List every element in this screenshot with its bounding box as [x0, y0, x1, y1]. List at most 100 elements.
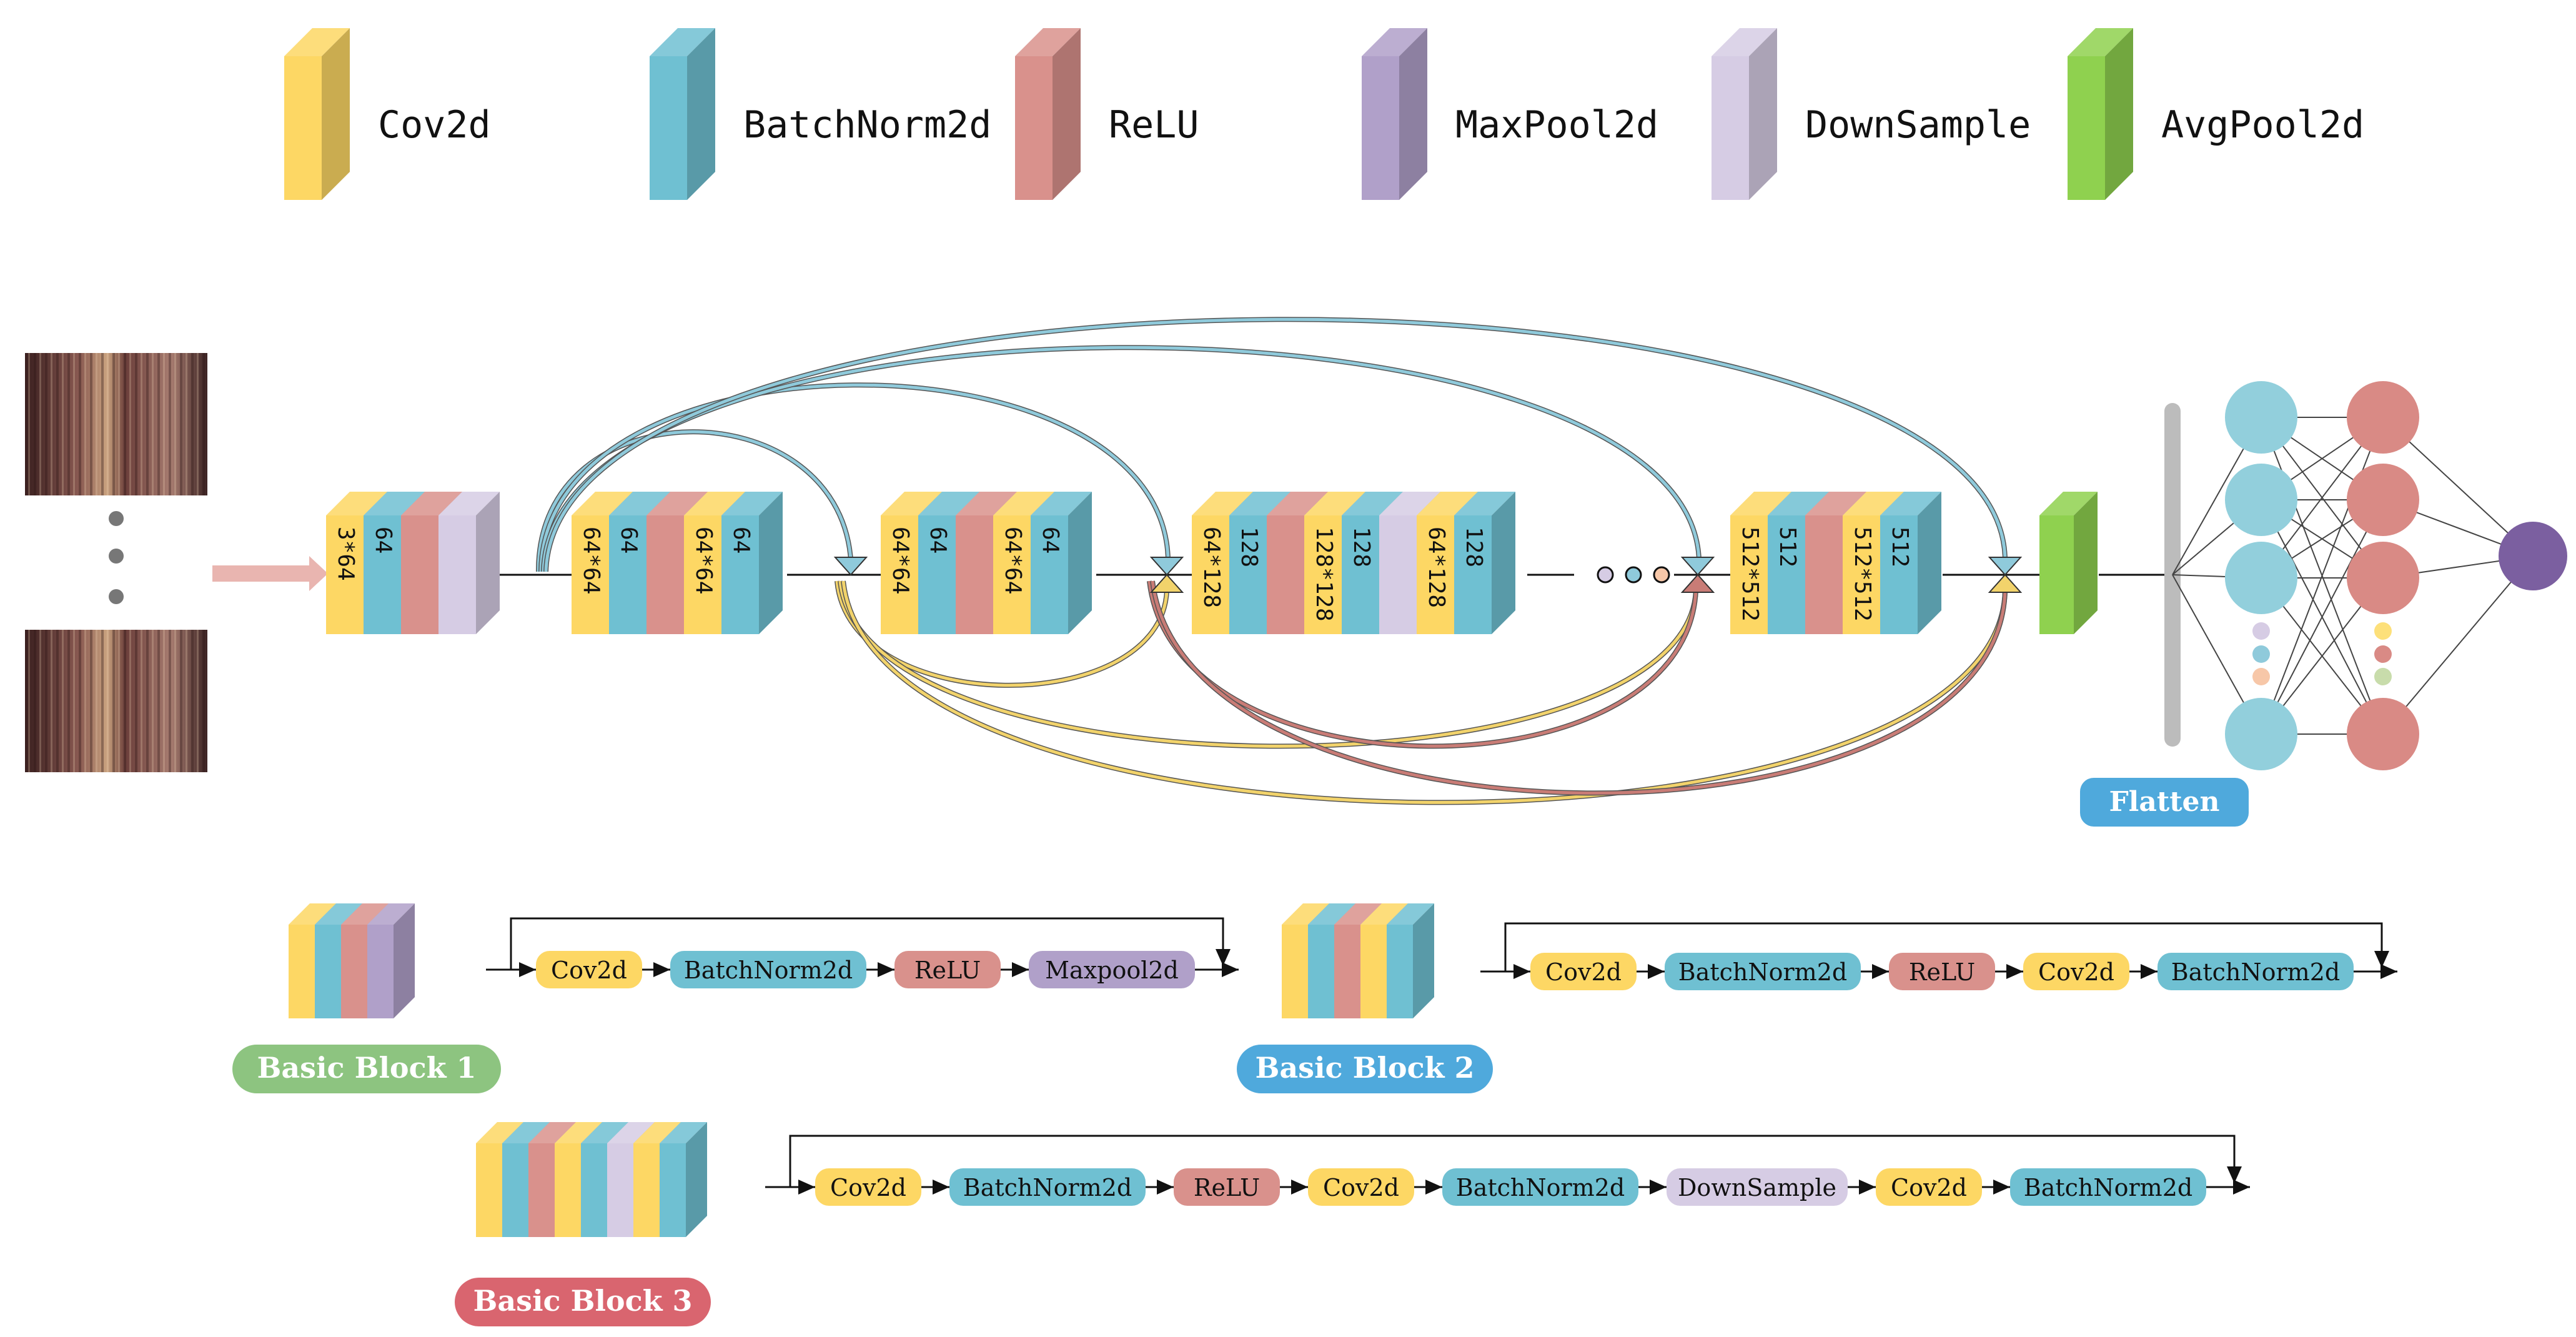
- legend-swatch-cov2d: [284, 28, 350, 200]
- legend-label: ReLU: [1109, 103, 1199, 147]
- legend-swatch-maxpool2d: [1362, 28, 1427, 200]
- fc-node-layer2: [2347, 698, 2419, 770]
- fully-connected-section: Flatten: [2080, 381, 2567, 827]
- ellipsis-dot: [1597, 566, 1614, 584]
- block3-mini-stack-layer: [660, 1122, 707, 1237]
- junction-1: [833, 557, 868, 576]
- layer-label: 64: [925, 527, 951, 554]
- input-spectrograms: [25, 353, 328, 772]
- layer-label: 128: [1461, 527, 1487, 567]
- block2-mini-stack-layer: [1387, 903, 1434, 1018]
- layer-label: 512*512: [1737, 527, 1763, 622]
- block1-mini-stack: [289, 903, 415, 1018]
- fc-node-layer1: [2225, 698, 2297, 770]
- block-step-label: DownSample: [1678, 1174, 1836, 1201]
- block-step-cov2d: Cov2d: [2023, 953, 2129, 990]
- layer-label: 64*64: [1000, 527, 1026, 594]
- block-step-label: Cov2d: [1545, 958, 1622, 986]
- layer-label: 128: [1236, 527, 1262, 567]
- block-step-relu: ReLU: [1889, 953, 1995, 990]
- flatten-label: Flatten: [2109, 786, 2219, 818]
- block-step-label: BatchNorm2d: [963, 1174, 1132, 1201]
- layer-label: 64: [1038, 527, 1063, 554]
- layer-label: 64*64: [578, 527, 604, 594]
- output-node: [2499, 522, 2567, 590]
- input-arrow: [212, 556, 328, 591]
- block-step-cov2d: Cov2d: [1530, 953, 1637, 990]
- block-step-label: ReLU: [1909, 958, 1975, 986]
- block1-badge: Basic Block 1: [232, 1045, 501, 1093]
- fc-node-layer1: [2225, 464, 2297, 536]
- stage4-stack-layer-batchnorm2d: [1454, 492, 1515, 634]
- block-step-label: Cov2d: [830, 1174, 906, 1201]
- junction-2: [1149, 557, 1184, 593]
- layer-label: 64: [370, 527, 396, 554]
- block-title: Basic Block 2: [1255, 1051, 1474, 1085]
- block2-flow: Cov2d BatchNorm2d ReLU Cov2d BatchNorm2d: [1480, 922, 2397, 990]
- block-step-batchnorm2d: BatchNorm2d: [2010, 1168, 2206, 1206]
- ellipsis-dot: [1653, 566, 1670, 584]
- ellipsis-dot: [2374, 622, 2392, 640]
- block-step-cov2d: Cov2d: [815, 1168, 921, 1206]
- layer-label: 64*128: [1424, 527, 1449, 608]
- legend-item-cov2d: Cov2d: [284, 28, 491, 200]
- block-step-batchnorm2d: BatchNorm2d: [1665, 953, 1861, 990]
- block-step-downsample: DownSample: [1667, 1168, 1848, 1206]
- skip-arc-red-2: [1150, 580, 2008, 796]
- block3-mini-stack: [476, 1122, 707, 1237]
- block-step-cov2d: Cov2d: [1876, 1168, 1982, 1206]
- block-step-label: Cov2d: [1323, 1174, 1399, 1201]
- fc-node-layer2: [2347, 464, 2419, 536]
- layer-label: 512*512: [1850, 527, 1875, 622]
- block3-badge: Basic Block 3: [455, 1278, 711, 1326]
- block-step-label: BatchNorm2d: [2171, 958, 2340, 986]
- ellipsis-dot: [109, 549, 124, 564]
- block-step-label: Cov2d: [551, 957, 627, 984]
- block-step-label: ReLU: [1194, 1174, 1260, 1201]
- legend-swatch-batchnorm2d: [650, 28, 715, 200]
- block2-badge: Basic Block 2: [1237, 1045, 1493, 1093]
- ellipsis-dot: [2252, 668, 2270, 685]
- block-step-label: BatchNorm2d: [684, 957, 853, 984]
- ellipsis-dot: [2252, 645, 2270, 663]
- block-step-label: ReLU: [914, 957, 981, 984]
- layer-label: 3*64: [333, 527, 359, 581]
- block2-mini-stack: [1282, 903, 1434, 1018]
- stage3-stack: 64*64 64 64*64 64: [881, 492, 1092, 634]
- skip-arc-bottom-2: [838, 580, 1698, 749]
- layer-label: 128: [1349, 527, 1374, 567]
- skip-arc-top-1: [535, 429, 853, 572]
- block-step-label: BatchNorm2d: [1456, 1174, 1625, 1201]
- skip-arc-bottom-3: [841, 580, 2008, 805]
- junction-3: [1680, 557, 1715, 593]
- block-step-batchnorm2d: BatchNorm2d: [2157, 953, 2354, 990]
- block-step-label: Cov2d: [1891, 1174, 1967, 1201]
- flatten-badge: Flatten: [2080, 778, 2249, 827]
- junction-4: [1988, 557, 2023, 593]
- ellipsis-dot: [109, 589, 124, 604]
- avgpool-block: [2039, 492, 2098, 634]
- ellipsis-dot: [1625, 566, 1642, 584]
- main-flow-lines: [500, 566, 2167, 584]
- layer-label: 512: [1887, 527, 1913, 567]
- block-step-label: BatchNorm2d: [2024, 1174, 2192, 1201]
- stage1-stack-layer-downsample: [438, 492, 500, 634]
- layer-label: 64*64: [888, 527, 913, 594]
- block-step-relu: ReLU: [1174, 1168, 1280, 1206]
- block-title: Basic Block 3: [473, 1284, 692, 1318]
- spectrogram-image-bottom: [25, 630, 207, 772]
- stage2-stack-layer-batchnorm2d: [721, 492, 783, 634]
- legend-swatch-relu: [1015, 28, 1081, 200]
- block-step-cov2d: Cov2d: [1308, 1168, 1414, 1206]
- ellipsis-dot: [2252, 622, 2270, 640]
- legend-item-avgpool2d: AvgPool2d: [2068, 28, 2364, 200]
- legend-item-downsample: DownSample: [1712, 28, 2031, 200]
- legend-label: BatchNorm2d: [743, 103, 991, 147]
- legend-label: DownSample: [1805, 103, 2031, 147]
- ellipsis-dot: [2374, 645, 2392, 663]
